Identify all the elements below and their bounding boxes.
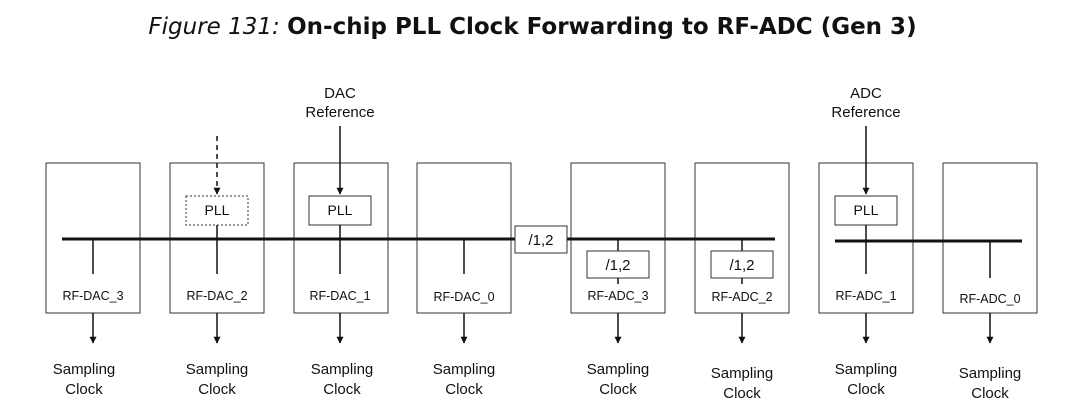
output-label-rf-dac-2-line1: Sampling xyxy=(186,361,249,378)
tile-label-rf-adc-3: RF-ADC_3 xyxy=(587,289,648,303)
divider-box-rf-adc-2 xyxy=(710,250,774,279)
shared-divider-box xyxy=(514,225,568,254)
pll-box-rf-dac-2 xyxy=(185,195,249,226)
dac-reference-line1: DAC xyxy=(324,85,356,102)
figure-title: Figure 131: On-chip PLL Clock Forwarding… xyxy=(0,14,1065,40)
output-label-rf-dac-0-line2: Clock xyxy=(445,381,483,398)
pll-label-rf-adc-1: PLL xyxy=(854,202,879,218)
output-label-rf-dac-2-line2: Clock xyxy=(198,381,236,398)
tile-label-rf-dac-3: RF-DAC_3 xyxy=(62,289,123,303)
tile-label-rf-adc-2: RF-ADC_2 xyxy=(711,290,772,304)
figure-name: On-chip PLL Clock Forwarding to RF-ADC (… xyxy=(287,14,917,40)
pll-label-rf-dac-2: PLL xyxy=(205,202,230,218)
tile-label-rf-adc-0: RF-ADC_0 xyxy=(959,292,1020,306)
output-label-rf-adc-0-line1: Sampling xyxy=(959,365,1022,382)
divider-label-rf-adc-2: /1,2 xyxy=(729,257,754,274)
output-label-rf-adc-1-line2: Clock xyxy=(847,381,885,398)
output-label-rf-adc-2-line2: Clock xyxy=(723,385,761,402)
output-label-rf-dac-1-line2: Clock xyxy=(323,381,361,398)
output-label-rf-adc-1-line1: Sampling xyxy=(835,361,898,378)
shared-divider-label: /1,2 xyxy=(528,232,553,249)
adc-reference-line2: Reference xyxy=(831,104,900,121)
tile-rf-adc-0 xyxy=(942,162,1038,314)
tile-label-rf-dac-2: RF-DAC_2 xyxy=(186,289,247,303)
tile-label-rf-adc-1: RF-ADC_1 xyxy=(835,289,896,303)
figure-number: Figure 131: xyxy=(148,14,280,40)
output-label-rf-adc-0-line2: Clock xyxy=(971,385,1009,402)
divider-label-rf-adc-3: /1,2 xyxy=(605,257,630,274)
pll-label-rf-dac-1: PLL xyxy=(328,202,353,218)
output-label-rf-adc-3-line1: Sampling xyxy=(587,361,650,378)
dac-reference-line2: Reference xyxy=(305,104,374,121)
output-label-rf-dac-3-line1: Sampling xyxy=(53,361,116,378)
output-label-rf-adc-2-line1: Sampling xyxy=(711,365,774,382)
output-label-rf-adc-3-line2: Clock xyxy=(599,381,637,398)
output-label-rf-dac-1-line1: Sampling xyxy=(311,361,374,378)
adc-reference-line1: ADC xyxy=(850,85,882,102)
tile-label-rf-dac-0: RF-DAC_0 xyxy=(433,290,494,304)
output-label-rf-dac-3-line2: Clock xyxy=(65,381,103,398)
output-label-rf-dac-0-line1: Sampling xyxy=(433,361,496,378)
tile-label-rf-dac-1: RF-DAC_1 xyxy=(309,289,370,303)
